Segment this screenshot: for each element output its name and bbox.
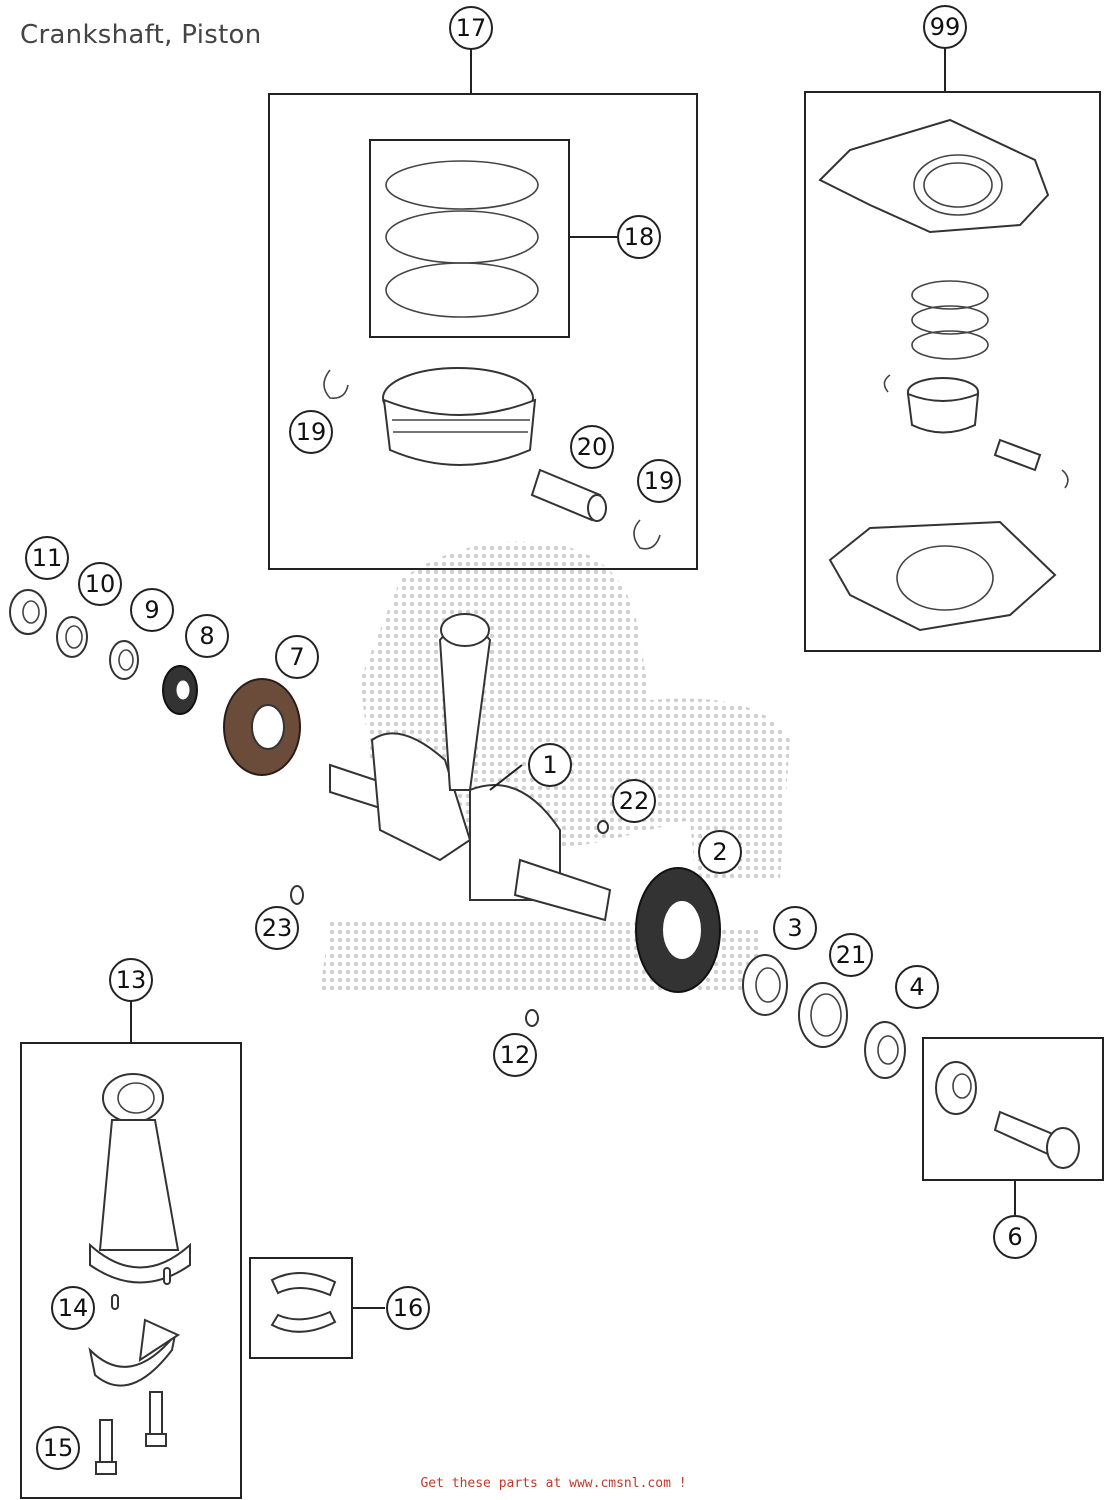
callout-3[interactable]: 3	[773, 906, 817, 950]
left-shaft-parts	[9, 589, 301, 776]
ring-3	[742, 954, 788, 1016]
callout-19a[interactable]: 19	[289, 410, 333, 454]
gear-7	[223, 678, 301, 776]
connecting-rod	[89, 1073, 191, 1284]
svg-text:19: 19	[644, 467, 675, 495]
callout-16[interactable]: 16	[386, 1286, 430, 1330]
svg-text:23: 23	[262, 914, 293, 942]
bolt-washer	[935, 1061, 977, 1115]
callout-7[interactable]: 7	[275, 635, 319, 679]
rod-cap	[88, 1318, 181, 1387]
circlip-left	[323, 369, 349, 400]
svg-text:20: 20	[577, 433, 608, 461]
footer-link-bar: Get these parts at www.cmsnl.com !	[0, 1476, 1107, 1491]
piston-rings-box	[369, 139, 570, 338]
conrod-kit-box	[20, 1000, 242, 1499]
svg-text:4: 4	[909, 973, 924, 1001]
rod-bolt-a	[95, 1419, 117, 1475]
svg-text:7: 7	[289, 643, 304, 671]
washer-9	[109, 640, 139, 680]
svg-text:6: 6	[1007, 1223, 1022, 1251]
svg-text:9: 9	[144, 596, 159, 624]
callout-21[interactable]: 21	[829, 933, 873, 977]
svg-text:17: 17	[456, 14, 487, 42]
callout-1[interactable]: 1	[528, 743, 572, 787]
svg-text:19: 19	[296, 418, 327, 446]
callout-15[interactable]: 15	[36, 1426, 80, 1470]
bearing-shell-box	[249, 1257, 385, 1359]
piston	[382, 367, 537, 466]
callout-9[interactable]: 9	[130, 588, 174, 632]
small-pin-12	[525, 1009, 539, 1027]
callout-22[interactable]: 22	[612, 779, 656, 823]
washer-21	[798, 982, 848, 1048]
washer-10	[56, 616, 88, 658]
svg-text:3: 3	[787, 914, 802, 942]
callout-18[interactable]: 18	[617, 215, 661, 259]
piston-kit-box	[268, 48, 698, 570]
crank-bolt	[993, 1110, 1057, 1157]
base-gasket	[828, 520, 1057, 632]
small-pin-22	[597, 820, 609, 834]
callout-6[interactable]: 6	[993, 1215, 1037, 1259]
kit-piston-pin	[993, 438, 1042, 472]
circlip-right	[633, 519, 661, 550]
svg-text:22: 22	[619, 787, 650, 815]
svg-text:11: 11	[32, 544, 63, 572]
callout-4[interactable]: 4	[895, 965, 939, 1009]
svg-text:8: 8	[199, 622, 214, 650]
callout-12[interactable]: 12	[493, 1033, 537, 1077]
callout-8[interactable]: 8	[185, 614, 229, 658]
callout-11[interactable]: 11	[25, 536, 69, 580]
rod-bolt-b	[145, 1391, 167, 1447]
callout-14[interactable]: 14	[51, 1286, 95, 1330]
dowel-pin-a	[163, 1267, 171, 1285]
kit-circlip-left	[883, 374, 891, 393]
kit-piston	[906, 377, 980, 434]
kit-circlip-right	[1061, 469, 1069, 489]
bolt-kit-box	[922, 1037, 1104, 1215]
svg-text:10: 10	[85, 570, 116, 598]
callout-2[interactable]: 2	[698, 830, 742, 874]
svg-text:18: 18	[624, 223, 655, 251]
nut-4	[864, 1021, 906, 1079]
diagram-title: Crankshaft, Piston	[20, 20, 262, 50]
callout-19b[interactable]: 19	[637, 459, 681, 503]
svg-text:21: 21	[836, 941, 867, 969]
svg-text:1: 1	[542, 751, 557, 779]
bearing-11	[9, 589, 47, 635]
svg-text:13: 13	[116, 966, 147, 994]
gear-2	[635, 867, 721, 993]
right-shaft-parts	[635, 867, 906, 1079]
callout-13[interactable]: 13	[109, 958, 153, 1002]
svg-text:14: 14	[58, 1294, 89, 1322]
svg-text:12: 12	[500, 1041, 531, 1069]
callout-17[interactable]: 17	[449, 6, 493, 50]
callout-20[interactable]: 20	[570, 425, 614, 469]
callout-23[interactable]: 23	[255, 906, 299, 950]
cylinder-kit-box	[804, 48, 1101, 652]
svg-text:15: 15	[43, 1434, 74, 1462]
callout-10[interactable]: 10	[78, 562, 122, 606]
cmsnl-link[interactable]: Get these parts at www.cmsnl.com !	[420, 1476, 687, 1491]
piston-pin	[530, 468, 607, 522]
svg-text:99: 99	[930, 13, 961, 41]
small-pin-23	[290, 885, 304, 905]
piston-rings	[385, 160, 539, 318]
crankshaft	[329, 613, 612, 922]
callout-99[interactable]: 99	[923, 5, 967, 49]
head-gasket	[818, 118, 1050, 234]
sprocket-8	[162, 665, 198, 715]
svg-text:16: 16	[393, 1294, 424, 1322]
kit-piston-rings	[911, 280, 989, 360]
svg-text:2: 2	[712, 838, 727, 866]
dowel-pin-b	[111, 1294, 119, 1310]
